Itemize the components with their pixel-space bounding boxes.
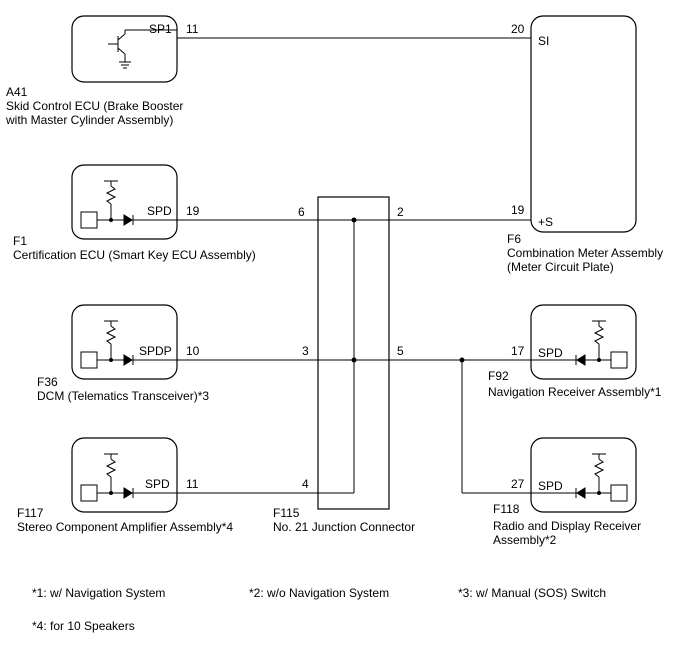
- junction-dot: [597, 491, 601, 495]
- f118-connector-code: F118: [493, 502, 520, 516]
- f92-connector-code: F92: [488, 369, 509, 383]
- component-f118: 27 SPD F118 Radio and Display Receiver A…: [493, 437, 641, 547]
- f117-box: [71, 437, 178, 513]
- component-f117: SPD 11 F117 Stereo Component Amplifier A…: [17, 437, 233, 534]
- pullup-resistor-icon: [104, 180, 118, 220]
- f6-pin-s: 19: [511, 203, 525, 217]
- f36-connector-code: F36: [37, 375, 58, 389]
- f117-name: Stereo Component Amplifier Assembly*4: [17, 520, 233, 534]
- f6-name-line1: Combination Meter Assembly: [507, 246, 663, 260]
- f117-terminal-label: SPD: [145, 477, 170, 491]
- f115-pin-5: 5: [397, 344, 404, 358]
- f6-terminal-s: +S: [538, 215, 553, 229]
- input-square-icon: [610, 351, 628, 369]
- footnote-4: *4: for 10 Speakers: [32, 619, 135, 633]
- junction-dot: [109, 218, 113, 222]
- splice-dot: [459, 357, 465, 363]
- component-f6: 20 SI 19 +S F6 Combination Meter Assembl…: [507, 15, 663, 274]
- f118-name-line2: Assembly*2: [493, 533, 557, 547]
- f36-pin-number: 10: [186, 344, 200, 358]
- f115-name: No. 21 Junction Connector: [273, 520, 415, 534]
- pullup-resistor-icon: [104, 453, 118, 493]
- f118-box: [530, 437, 637, 513]
- a41-name-line2: with Master Cylinder Assembly): [5, 113, 173, 127]
- input-square-icon: [80, 484, 98, 502]
- f36-box: [71, 304, 178, 380]
- f6-connector-code: F6: [507, 232, 521, 246]
- splice-dot: [351, 357, 357, 363]
- f92-pin-number: 17: [511, 344, 525, 358]
- f6-name-line2: (Meter Circuit Plate): [507, 260, 614, 274]
- footnote-2: *2: w/o Navigation System: [249, 586, 389, 600]
- component-f115: 6 2 3 5 4 F115 No. 21 Junction Connector: [273, 196, 415, 534]
- input-square-icon: [80, 211, 98, 229]
- component-a41: SP1 11 A41 Skid Control ECU (Brake Boost…: [5, 15, 199, 127]
- footnotes: *1: w/ Navigation System *2: w/o Navigat…: [32, 586, 606, 633]
- f92-terminal-label: SPD: [538, 346, 563, 360]
- f115-box: [317, 196, 390, 510]
- f36-terminal-label: SPDP: [139, 344, 172, 358]
- f115-pin-6: 6: [298, 205, 305, 219]
- a41-pin-number: 11: [186, 22, 199, 36]
- f118-terminal-label: SPD: [538, 479, 563, 493]
- input-square-icon: [80, 351, 98, 369]
- footnote-3: *3: w/ Manual (SOS) Switch: [458, 586, 606, 600]
- f118-pin-number: 27: [511, 477, 525, 491]
- f92-box: [530, 304, 637, 380]
- a41-terminal-label: SP1: [149, 22, 172, 36]
- a41-connector-code: A41: [6, 85, 28, 99]
- f36-name: DCM (Telematics Transceiver)*3: [37, 389, 209, 403]
- f115-connector-code: F115: [273, 506, 300, 520]
- junction-dot: [109, 358, 113, 362]
- transistor-icon: [108, 29, 177, 69]
- f118-name-line1: Radio and Display Receiver: [493, 519, 641, 533]
- f1-name: Certification ECU (Smart Key ECU Assembl…: [13, 248, 256, 262]
- input-square-icon: [610, 484, 628, 502]
- component-f36: SPDP 10 F36 DCM (Telematics Transceiver)…: [37, 304, 209, 403]
- pullup-resistor-icon: [592, 453, 606, 493]
- pullup-resistor-icon: [592, 320, 606, 360]
- f92-name: Navigation Receiver Assembly*1: [488, 385, 662, 399]
- f115-pin-4: 4: [302, 477, 309, 491]
- f115-pin-2: 2: [397, 205, 404, 219]
- f1-pin-number: 19: [186, 204, 200, 218]
- f6-box: [530, 15, 637, 233]
- f117-pin-number: 11: [186, 477, 199, 491]
- f1-terminal-label: SPD: [147, 204, 172, 218]
- junction-dot: [109, 491, 113, 495]
- splice-dot: [351, 217, 357, 223]
- component-f92: 17 SPD F92 Navigation Receiver Assembly*…: [488, 304, 662, 399]
- f1-connector-code: F1: [13, 234, 27, 248]
- footnote-1: *1: w/ Navigation System: [32, 586, 165, 600]
- f6-pin-si: 20: [511, 22, 525, 36]
- component-f1: SPD 19 F1 Certification ECU (Smart Key E…: [13, 164, 256, 262]
- junction-dot: [597, 358, 601, 362]
- diode-icon: [531, 354, 611, 366]
- f117-connector-code: F117: [17, 506, 44, 520]
- f1-box: [71, 164, 178, 240]
- wires: [177, 37, 531, 494]
- f115-pin-3: 3: [302, 344, 309, 358]
- pullup-resistor-icon: [104, 320, 118, 360]
- a41-box: [71, 15, 178, 83]
- a41-name-line1: Skid Control ECU (Brake Booster: [6, 99, 183, 113]
- f6-terminal-si: SI: [538, 34, 549, 48]
